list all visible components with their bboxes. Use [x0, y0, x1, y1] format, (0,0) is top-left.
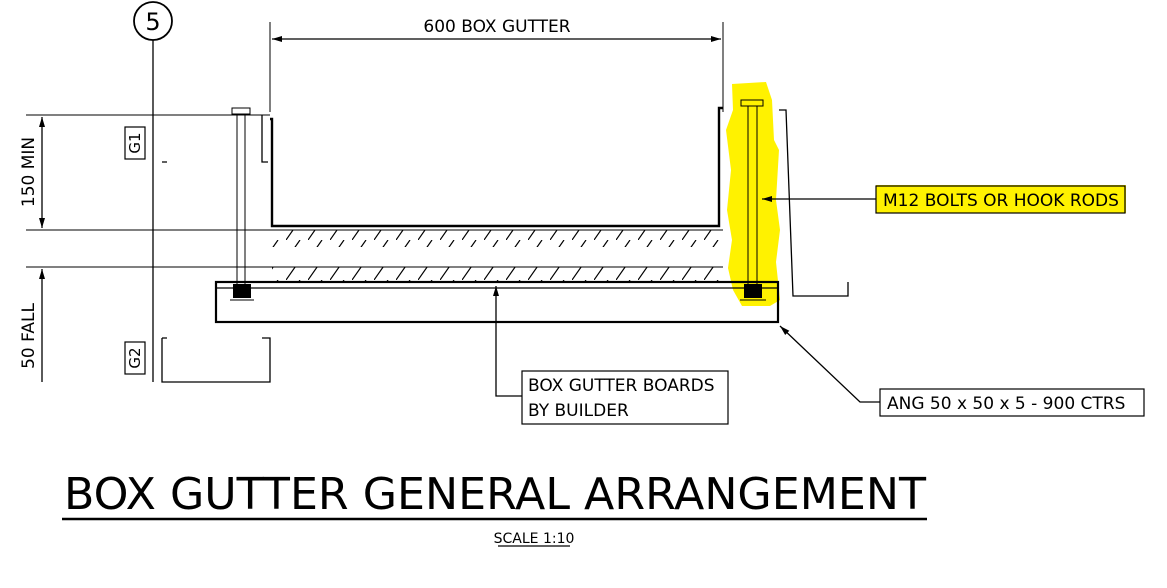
gutter-profile	[270, 106, 723, 228]
callout-bolts: M12 BOLTS OR HOOK RODS	[762, 185, 1126, 214]
callout-boards: BOX GUTTER BOARDS BY BUILDER	[493, 286, 729, 425]
hatched-layer-lower	[272, 267, 723, 282]
bolt-left	[230, 107, 254, 301]
boards-callout-text-1: BOX GUTTER BOARDS	[528, 376, 715, 396]
angle-callout-text: ANG 50 x 50 x 5 - 900 CTRS	[887, 394, 1125, 414]
bolt-right	[740, 99, 766, 301]
grid-marker-label: 5	[145, 8, 160, 36]
bolts-callout-text: M12 BOLTS OR HOOK RODS	[883, 191, 1119, 211]
section-bracket-left-upper	[162, 115, 268, 163]
tag-g1-text: G1	[126, 132, 144, 153]
angle-bearer	[214, 280, 780, 324]
drawing-title: BOX GUTTER GENERAL ARRANGEMENT	[64, 469, 926, 520]
fall-text: 50 FALL	[19, 303, 39, 369]
hatched-layer-upper	[272, 230, 723, 247]
section-bracket-right	[779, 109, 849, 297]
title-block: BOX GUTTER GENERAL ARRANGEMENT SCALE 1:1…	[62, 469, 927, 547]
bolt-highlight	[726, 82, 780, 306]
boards-callout-text-2: BY BUILDER	[528, 401, 629, 421]
dimension-width: 600 BOX GUTTER	[269, 17, 724, 112]
tag-g2: G2	[124, 341, 146, 375]
width-dimension-text: 600 BOX GUTTER	[423, 17, 570, 37]
callout-angle: ANG 50 x 50 x 5 - 900 CTRS	[779, 325, 1145, 417]
tag-g2-text: G2	[126, 347, 144, 368]
section-bracket-left-lower	[161, 337, 271, 383]
grid-line-5: 5	[133, 1, 173, 382]
height-min-text: 150 MIN	[19, 137, 39, 207]
tag-g1: G1	[124, 126, 146, 160]
drawing-scale: SCALE 1:10	[494, 531, 575, 547]
bolts-label-highlight	[876, 185, 1126, 213]
